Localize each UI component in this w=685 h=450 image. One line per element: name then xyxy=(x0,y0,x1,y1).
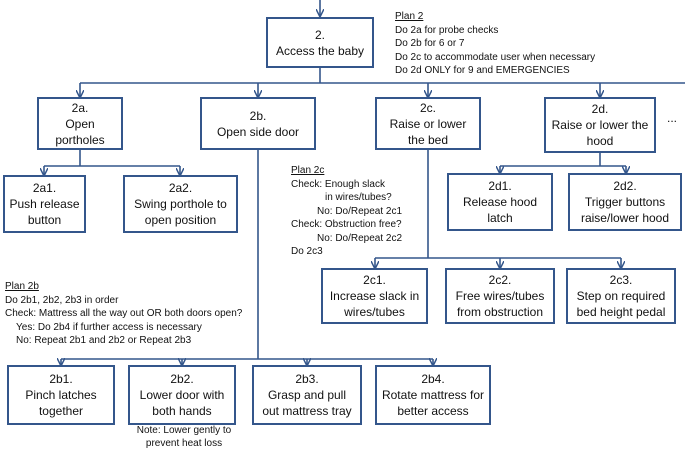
task-box-2: 2. Access the baby xyxy=(266,17,374,68)
task-box-2b3: 2b3. Grasp and pull out mattress tray xyxy=(252,365,362,425)
task-label: Open portholes xyxy=(55,116,105,147)
task-label: Step on required bed height pedal xyxy=(576,289,666,319)
task-id: 2a2. xyxy=(168,181,193,195)
task-box-2b: 2b. Open side door xyxy=(200,97,316,150)
task-label: Lower door with both hands xyxy=(139,388,225,418)
task-id: 2c. xyxy=(419,100,436,115)
task-id: 2b4. xyxy=(421,372,445,386)
plan-line: Check: Obstruction free? xyxy=(291,219,402,230)
plan-line: No: Do/Repeat 2c1 xyxy=(317,205,403,217)
task-label: Access the baby xyxy=(275,43,365,58)
task-label: Raise or lower the bed xyxy=(389,116,467,147)
plan-title: Plan 2b xyxy=(5,281,39,292)
plan-line: Check: Mattress all the way out OR both … xyxy=(5,308,243,319)
task-label: Open side door xyxy=(216,124,300,139)
plan-line: Yes: Do 2b4 if further access is necessa… xyxy=(16,321,202,333)
plan-line: Do 2d ONLY for 9 and EMERGENCIES xyxy=(395,65,570,76)
task-label: Free wires/tubes from obstruction xyxy=(455,289,545,319)
task-id: 2b3. xyxy=(295,372,319,386)
task-label: Increase slack in wires/tubes xyxy=(329,289,420,319)
task-id: 2c1. xyxy=(363,273,386,287)
task-box-2c: 2c. Raise or lower the bed xyxy=(375,97,481,150)
plan-line: Check: Enough slack xyxy=(291,178,385,190)
task-label: Trigger buttons raise/lower hood xyxy=(580,195,670,225)
plan-line: No: Do/Repeat 2c2 xyxy=(317,232,403,244)
task-label: Release hood latch xyxy=(462,195,538,225)
plan-line: in wires/tubes? xyxy=(325,192,392,203)
plan-line: Do 2c3 xyxy=(291,246,323,257)
task-label: Raise or lower the hood xyxy=(551,118,649,148)
plan-line: Do 2c to accommodate user when necessary xyxy=(395,51,596,63)
task-label: Rotate mattress for better access xyxy=(381,388,485,418)
task-label: Grasp and pull out mattress tray xyxy=(262,388,352,418)
task-label: Push release button xyxy=(9,197,80,227)
task-box-2d2: 2d2. Trigger buttons raise/lower hood xyxy=(568,173,682,231)
plan-line: No: Repeat 2b1 and 2b2 or Repeat 2b3 xyxy=(16,335,192,346)
plan-line: Do 2b1, 2b2, 2b3 in order xyxy=(5,294,119,306)
task-id: 2b1. xyxy=(49,372,73,386)
plan-2c: Plan 2c Check: Enough slack in wires/tub… xyxy=(291,164,402,259)
task-box-2b4: 2b4. Rotate mattress for better access xyxy=(375,365,491,425)
task-box-2c1: 2c1. Increase slack in wires/tubes xyxy=(321,268,428,324)
task-id: 2. xyxy=(314,27,325,42)
plan-line: Do 2b for 6 or 7 xyxy=(395,38,465,49)
plan-2b: Plan 2b Do 2b1, 2b2, 2b3 in order Check:… xyxy=(5,280,242,348)
task-box-2c2: 2c2. Free wires/tubes from obstruction xyxy=(445,268,555,324)
plan-title: Plan 2 xyxy=(395,11,424,22)
task-box-2a: 2a. Open portholes xyxy=(37,97,123,150)
task-label: Pinch latches together xyxy=(25,388,97,418)
task-id: 2b2. xyxy=(170,372,194,386)
task-id: 2a1. xyxy=(32,181,57,195)
task-box-2d1: 2d1. Release hood latch xyxy=(447,173,553,231)
task-id: 2b. xyxy=(249,108,267,123)
task-id: 2c3. xyxy=(609,273,633,287)
task-box-2a2: 2a2. Swing porthole to open position xyxy=(123,175,238,233)
task-box-2d: 2d. Raise or lower the hood xyxy=(544,97,656,153)
task-id: 2c2. xyxy=(488,273,512,287)
task-box-2b1: 2b1. Pinch latches together xyxy=(7,365,115,425)
plan-line: Do 2a for probe checks xyxy=(395,24,499,36)
note-2b2: Note: Lower gently to prevent heat loss xyxy=(136,425,232,449)
plan-2: Plan 2 Do 2a for probe checks Do 2b for … xyxy=(395,10,595,78)
task-box-2b2: 2b2. Lower door with both hands xyxy=(128,365,236,425)
task-id: 2d2. xyxy=(613,179,637,193)
task-box-2a1: 2a1. Push release button xyxy=(3,175,86,233)
task-box-2c3: 2c3. Step on required bed height pedal xyxy=(566,268,676,324)
task-id: 2d. xyxy=(591,102,609,116)
more-tasks-ellipsis: ... xyxy=(667,111,678,125)
plan-title: Plan 2c xyxy=(291,165,325,176)
task-label: Swing porthole to open position xyxy=(134,197,227,227)
task-id: 2a. xyxy=(71,100,89,115)
task-id: 2d1. xyxy=(488,179,512,193)
